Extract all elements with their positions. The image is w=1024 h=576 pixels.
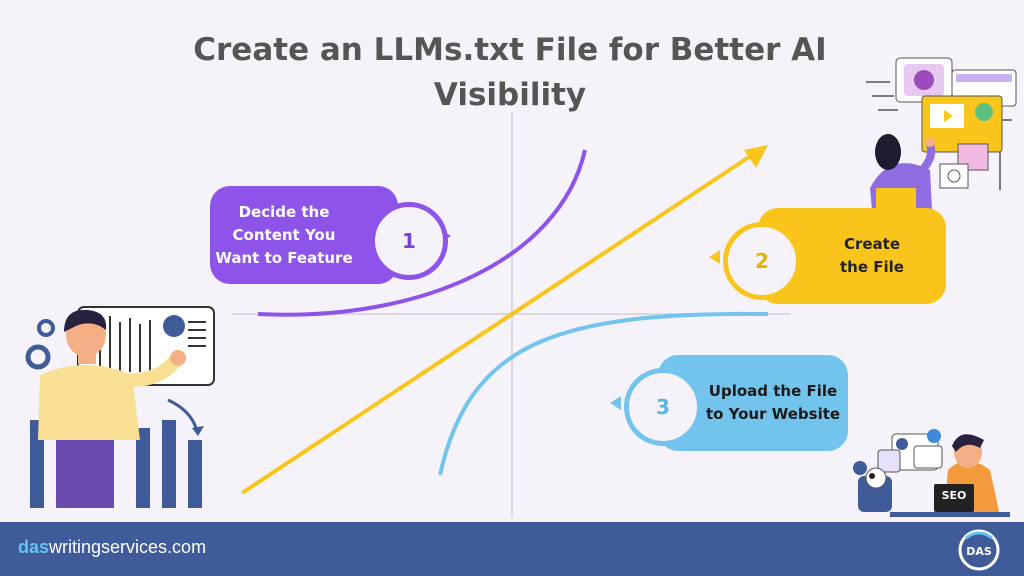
check-icon [927, 429, 941, 443]
das-logo-icon: DAS [958, 529, 1000, 571]
footer-site-link[interactable]: daswritingservices.com [18, 537, 206, 558]
site-name-bold: das [18, 537, 50, 557]
step-1-badge: 1 [370, 202, 448, 280]
woman-ai-screens-illustration [866, 57, 1017, 210]
step-3-pointer [610, 396, 621, 410]
gear-icon [25, 344, 51, 370]
step-3-badge: 3 [624, 368, 702, 446]
brain-icon [914, 70, 934, 90]
purple-curve [257, 149, 587, 317]
step-1-card: Decide the Content You Want to Feature [210, 186, 398, 284]
svg-text:DAS: DAS [966, 545, 992, 558]
play-icon [944, 110, 953, 122]
footer-bar [0, 522, 1024, 576]
step-2-pointer [709, 250, 720, 264]
seo-label: SEO [941, 489, 967, 502]
page-title: Create an LLMs.txt File for Better AI Vi… [193, 32, 827, 113]
gear-icon [853, 461, 867, 475]
search-icon [896, 438, 908, 450]
music-icon [975, 103, 993, 121]
arrow-head-icon [744, 145, 768, 168]
blue-curve [438, 311, 769, 476]
yellow-arrow-line [240, 151, 757, 495]
gear-icon [37, 319, 55, 337]
globe-icon [163, 315, 185, 337]
site-name-rest: writingservices.com [49, 537, 207, 557]
seo-man-illustration [853, 429, 1010, 517]
step-2-badge: 2 [723, 222, 801, 300]
person-presenting-illustration [25, 306, 215, 508]
